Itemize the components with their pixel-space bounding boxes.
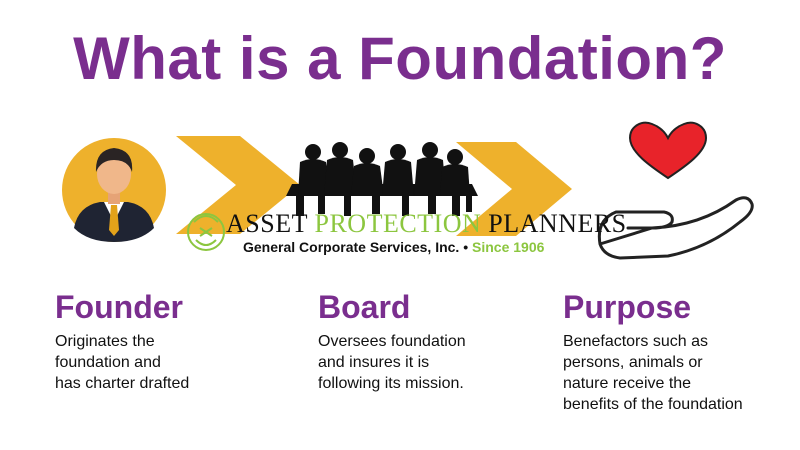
svg-text:General Corporate Services, In: General Corporate Services, Inc. • Since… <box>243 239 545 255</box>
board-silhouette-icon <box>286 142 478 216</box>
chevron-arrow-icon <box>456 142 572 236</box>
founder-line: Originates the <box>55 333 155 350</box>
purpose-heading: Purpose <box>563 289 692 325</box>
watermark-emblem-icon <box>187 213 225 251</box>
watermark-name-part3: PLANNERS <box>481 209 626 238</box>
founder-heading: Founder <box>55 289 183 325</box>
purpose-line: benefits of the foundation <box>563 396 743 413</box>
founder-avatar-icon <box>62 138 166 242</box>
purpose-description: Benefactors such as persons, animals or … <box>563 331 743 415</box>
watermark-since: Since 1906 <box>472 239 545 255</box>
foundation-flow-graphic: ASSET PROTECTION PLANNERS General Corpor… <box>62 121 754 260</box>
board-line: following its mission. <box>318 375 464 392</box>
watermark-name-part2: PROTECTION <box>315 209 482 238</box>
svg-text:ASSET PROTECTION PLANNERS: ASSET PROTECTION PLANNERS <box>226 209 627 238</box>
watermark-subtitle: General Corporate Services, Inc. • <box>243 239 472 255</box>
heart-hand-icon <box>597 121 754 260</box>
board-line: Oversees foundation <box>318 333 466 350</box>
board-line: and insures it is <box>318 354 430 371</box>
watermark-logo: ASSET PROTECTION PLANNERS General Corpor… <box>187 209 627 255</box>
watermark-name-part1: ASSET <box>226 209 315 238</box>
founder-line: has charter drafted <box>55 375 190 392</box>
purpose-line: Benefactors such as <box>563 333 708 350</box>
purpose-line: nature receive the <box>563 375 692 392</box>
board-description: Oversees foundation and insures it is fo… <box>318 331 466 394</box>
founder-description: Originates the foundation and has charte… <box>55 331 189 394</box>
board-heading: Board <box>318 289 411 325</box>
chevron-arrow-icon <box>176 136 300 234</box>
founder-line: foundation and <box>55 354 161 371</box>
purpose-line: persons, animals or <box>563 354 703 371</box>
page-title: What is a Foundation? <box>73 25 727 92</box>
